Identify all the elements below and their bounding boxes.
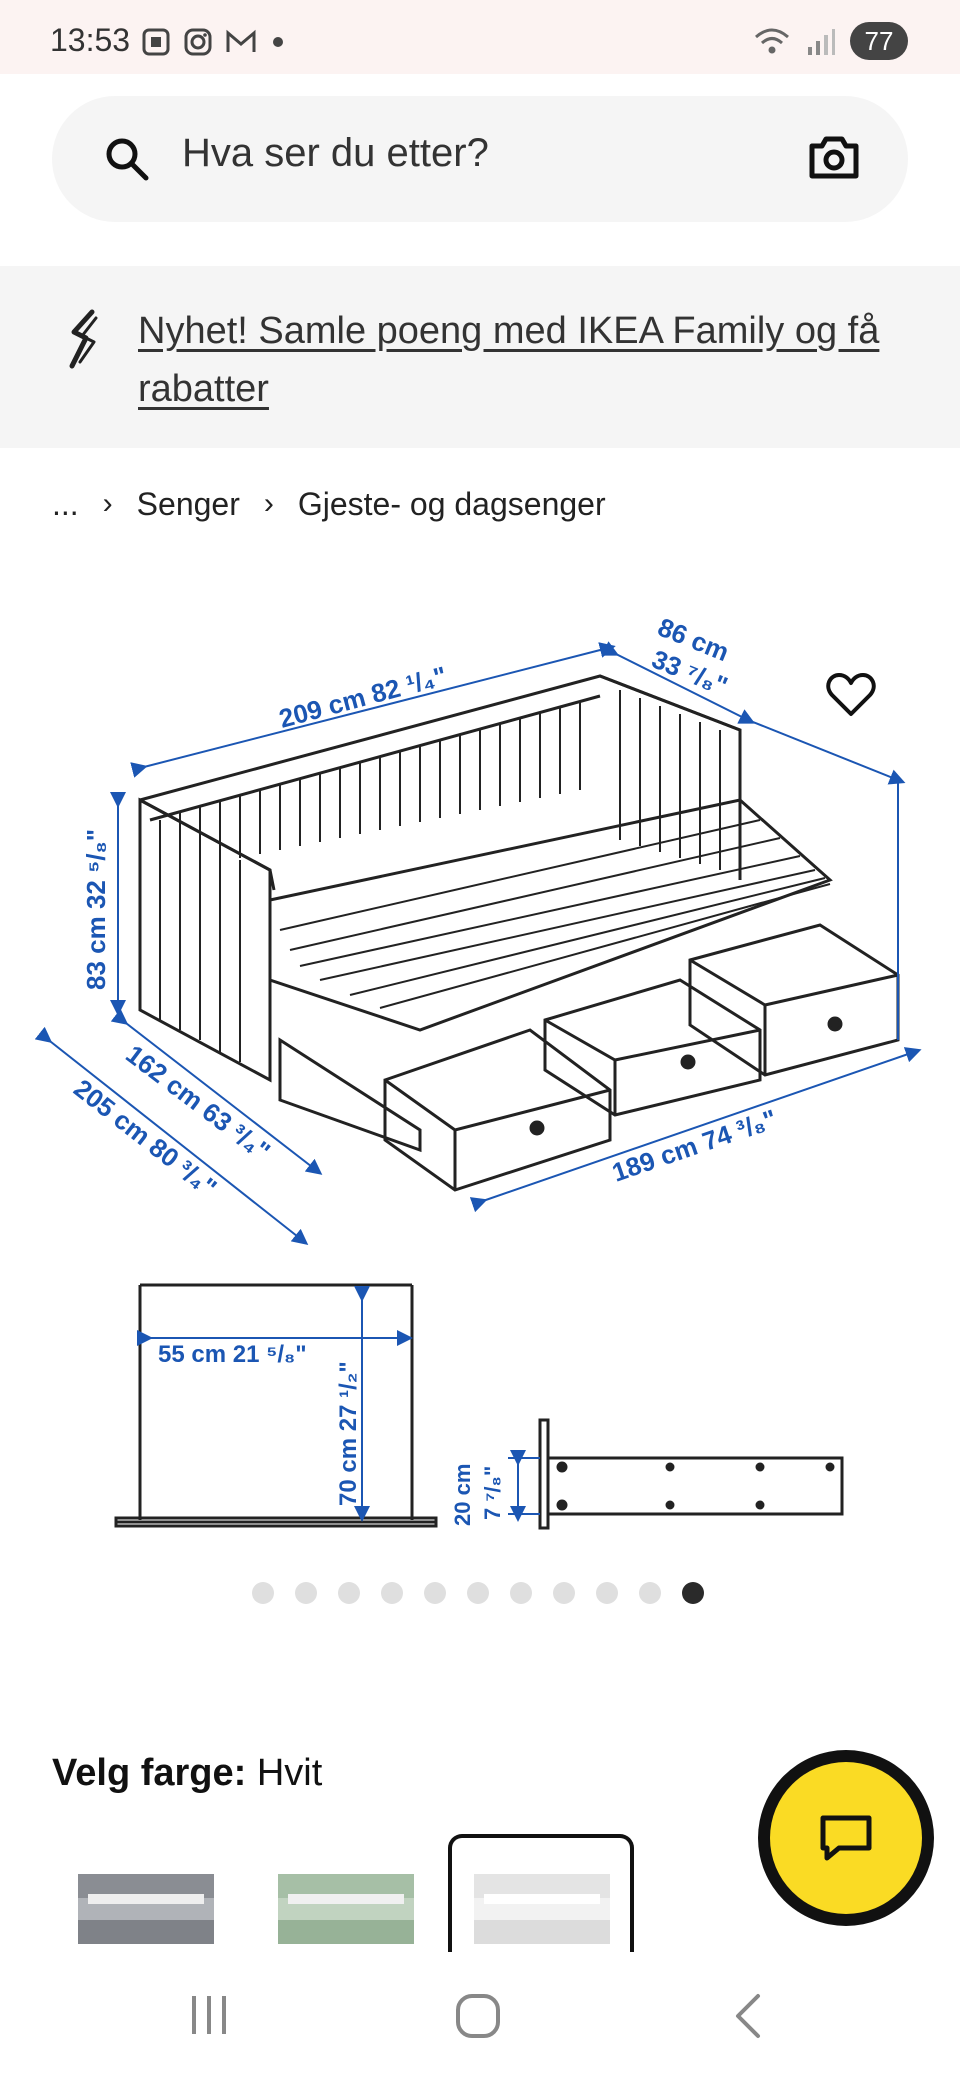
carousel-dots: [252, 1582, 704, 1604]
carousel-dot[interactable]: [381, 1582, 403, 1604]
carousel-dot[interactable]: [295, 1582, 317, 1604]
search-icon: [106, 138, 149, 181]
carousel-dot[interactable]: [338, 1582, 360, 1604]
search-input[interactable]: Hva ser du etter?: [182, 131, 489, 175]
carousel-dot[interactable]: [252, 1582, 274, 1604]
grey-daybed-thumbnail: [78, 1874, 214, 1944]
product-dimension-drawing[interactable]: 209 cm 82 ¹/₄" 86 cm 33 ⁷/₈" 83 cm 32 ⁵/…: [0, 590, 960, 1570]
breadcrumb: ... › Senger › Gjeste- og dagsenger: [52, 484, 606, 524]
swatch-grey[interactable]: [52, 1834, 238, 1952]
dim-height-label: 83 cm 32 ⁵/₈": [81, 829, 111, 990]
wifi-icon: [755, 28, 789, 54]
notification-dot-icon: [273, 37, 283, 47]
side-view-sketch: [114, 1283, 438, 1528]
chat-button-inner: [770, 1762, 922, 1914]
chat-button[interactable]: [758, 1750, 934, 1926]
recent-apps-icon[interactable]: [186, 1992, 232, 2038]
back-icon[interactable]: [730, 1992, 766, 2040]
carousel-dot[interactable]: [424, 1582, 446, 1604]
drawer-view-sketch: [538, 1418, 844, 1530]
status-time: 13:53: [50, 22, 131, 58]
breadcrumb-item-gjeste-og-dagsenger[interactable]: Gjeste- og dagsenger: [297, 485, 606, 522]
carousel-dot[interactable]: [510, 1582, 532, 1604]
swatch-green[interactable]: [252, 1834, 438, 1952]
chat-bubble-icon: [820, 1815, 872, 1861]
dimension-lines: [34, 641, 922, 1245]
screenshot-icon: [142, 28, 170, 56]
status-notification-icons: [140, 26, 288, 58]
carousel-dot[interactable]: [596, 1582, 618, 1604]
white-daybed-thumbnail: [474, 1874, 610, 1944]
dim-side-height-label: 70 cm 27 ¹/₂": [335, 1361, 362, 1506]
color-selector-label: Velg farge: Hvit: [52, 1752, 322, 1795]
signal-icon: [808, 29, 835, 55]
carousel-dot[interactable]: [639, 1582, 661, 1604]
status-right: 77: [752, 22, 908, 60]
daybed-sketch: [138, 674, 900, 1192]
home-icon[interactable]: [454, 1992, 502, 2040]
color-selected-value: Hvit: [256, 1752, 323, 1794]
battery-indicator: 77: [850, 22, 908, 60]
status-bar: 13:53 77: [0, 0, 960, 74]
breadcrumb-ellipsis[interactable]: ...: [52, 485, 79, 522]
carousel-dot-active[interactable]: [682, 1582, 704, 1604]
green-daybed-thumbnail: [278, 1874, 414, 1944]
dimension-labels: 209 cm 82 ¹/₄" 86 cm 33 ⁷/₈" 83 cm 32 ⁵/…: [68, 612, 780, 1203]
system-navigation-bar: [0, 1952, 960, 2080]
instagram-icon: [184, 28, 212, 56]
dim-drawer-height-label: 20 cm: [450, 1464, 475, 1526]
search-bar[interactable]: Hva ser du etter?: [52, 96, 908, 222]
carousel-dot[interactable]: [553, 1582, 575, 1604]
carousel-dot[interactable]: [467, 1582, 489, 1604]
chevron-right-icon: ›: [102, 487, 113, 520]
side-dimension-labels: 55 cm 21 ⁵/₈" 70 cm 27 ¹/₂": [158, 1341, 362, 1506]
drawer-dimension-labels: 20 cm 7 ⁷/₈": [450, 1464, 505, 1526]
camera-icon[interactable]: [808, 134, 860, 180]
heart-icon[interactable]: [826, 672, 876, 718]
side-dimension-lines: [137, 1286, 413, 1522]
family-promo-banner[interactable]: Nyhet! Samle poeng med IKEA Family og få…: [0, 266, 960, 448]
swatch-white-selected[interactable]: [448, 1834, 634, 1952]
color-label-heading: Velg farge:: [52, 1752, 247, 1794]
dim-length-inner-label: 189 cm 74 ³/₈": [608, 1103, 780, 1187]
breadcrumb-item-senger[interactable]: Senger: [136, 485, 240, 522]
link-arrow-icon: [69, 309, 98, 369]
color-swatches: [52, 1834, 912, 1952]
chevron-right-icon: ›: [263, 487, 274, 520]
gmail-icon: [226, 29, 256, 52]
drawer-dimension-lines: [508, 1450, 540, 1522]
promo-link[interactable]: Nyhet! Samle poeng med IKEA Family og få…: [138, 310, 880, 410]
dim-side-width-label: 55 cm 21 ⁵/₈": [158, 1341, 307, 1368]
dim-drawer-height-in-label: 7 ⁷/₈": [480, 1466, 505, 1520]
